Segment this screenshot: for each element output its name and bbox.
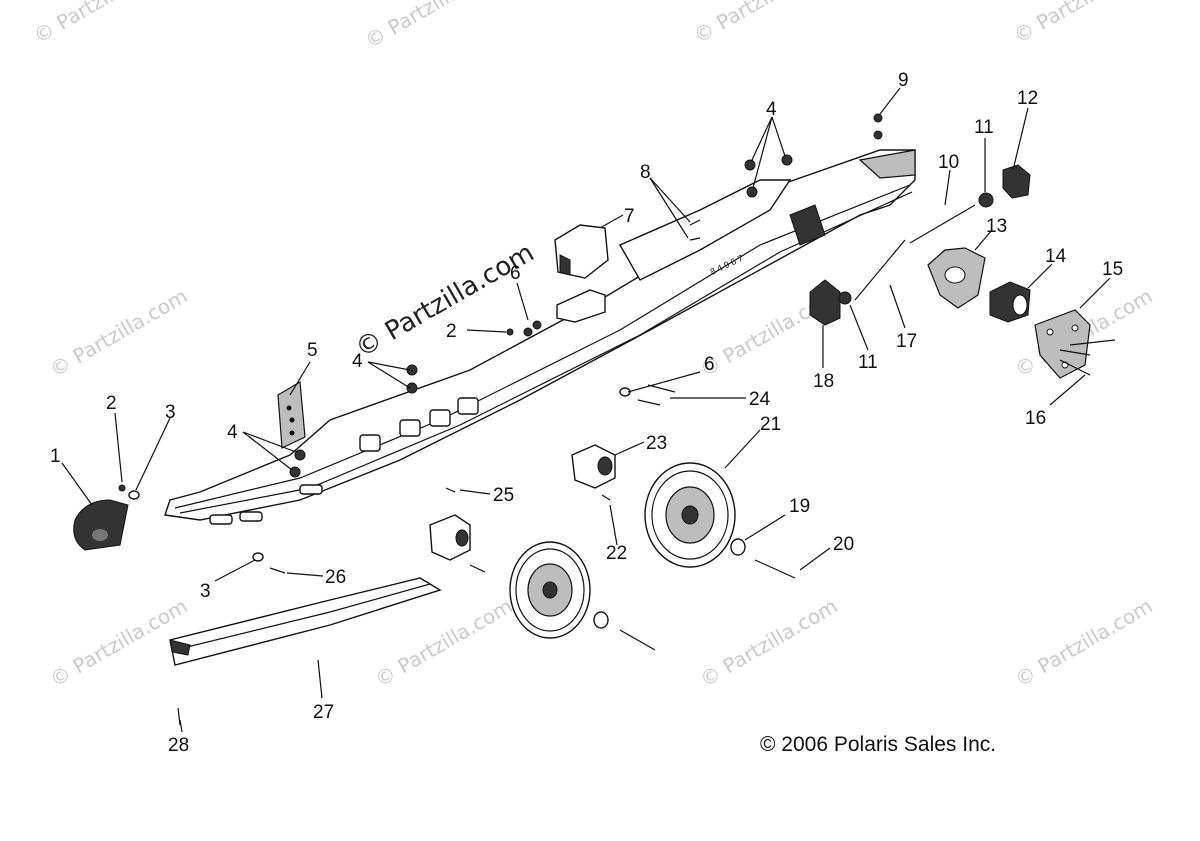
callout-18: 18 [813, 371, 834, 392]
callout-20: 20 [833, 534, 854, 555]
callout-6: 6 [704, 354, 715, 375]
part-14-bushing [989, 281, 1031, 323]
part-15-plate [1034, 309, 1091, 379]
watermark: © Partzilla.com [696, 594, 842, 692]
part-21-wheel [644, 462, 736, 568]
callout-13: 13 [986, 216, 1007, 237]
part-13-housing [927, 247, 986, 309]
callout-15: 15 [1102, 259, 1123, 280]
callout-11: 11 [858, 352, 878, 373]
copyright-text: © 2006 Polaris Sales Inc. [760, 733, 996, 756]
callout-4: 4 [227, 422, 238, 443]
part-23-carrier [571, 444, 616, 489]
callout-19: 19 [789, 496, 810, 517]
watermark: © Partzilla.com [46, 284, 192, 382]
callout-21: 21 [760, 414, 781, 435]
rail-slots [209, 397, 479, 525]
watermark: © Partzilla.com [1010, 0, 1156, 48]
callout-3: 3 [165, 402, 176, 423]
leader-lines [61, 87, 1111, 733]
callout-9: 9 [898, 70, 909, 91]
callout-28: 28 [168, 735, 189, 756]
part-27-slide [169, 577, 442, 666]
nuts-and-washers [118, 113, 883, 629]
callout-10: 10 [938, 152, 959, 173]
part-1-bumper [73, 499, 129, 551]
part-12-block [1002, 164, 1031, 199]
watermark: © Partzilla.com [30, 0, 176, 48]
watermark-center: © Partzilla.com [351, 238, 540, 364]
part-7-block [554, 224, 609, 323]
watermark: © Partzilla.com [371, 594, 517, 692]
part-18-block [809, 279, 841, 326]
callout-4: 4 [352, 351, 363, 372]
callout-22: 22 [606, 543, 627, 564]
callout-1: 1 [50, 446, 61, 467]
callout-3: 3 [200, 581, 211, 602]
watermark: © Partzilla.com [690, 0, 836, 48]
wheel [509, 541, 591, 639]
callout-2: 2 [106, 393, 117, 414]
bolts-and-rods [177, 192, 1116, 726]
callout-16: 16 [1025, 408, 1046, 429]
part-5-plate [277, 381, 306, 449]
callout-23: 23 [646, 433, 667, 454]
callout-2: 2 [446, 321, 457, 342]
callout-4: 4 [766, 99, 777, 120]
callout-27: 27 [313, 702, 334, 723]
callout-17: 17 [896, 331, 917, 352]
callout-6: 6 [510, 263, 521, 284]
part-22-carrier [429, 514, 471, 561]
callout-5: 5 [307, 340, 318, 361]
watermark: © Partzilla.com [1011, 594, 1157, 692]
callout-24: 24 [749, 389, 771, 410]
callout-25: 25 [493, 485, 514, 506]
callout-7: 7 [624, 206, 635, 227]
part-callouts: 1 2 2 3 3 4 4 4 5 6 6 7 8 9 10 11 11 12 … [50, 70, 1123, 756]
watermark: © Partzilla.com [46, 594, 192, 692]
callout-14: 14 [1045, 246, 1067, 267]
callout-26: 26 [325, 567, 346, 588]
callout-12: 12 [1017, 88, 1038, 109]
rail-assembly: 8 4 9 6 7 [164, 149, 916, 525]
watermark: © Partzilla.com [361, 0, 507, 53]
callout-11: 11 [974, 117, 994, 138]
callout-8: 8 [640, 162, 651, 183]
